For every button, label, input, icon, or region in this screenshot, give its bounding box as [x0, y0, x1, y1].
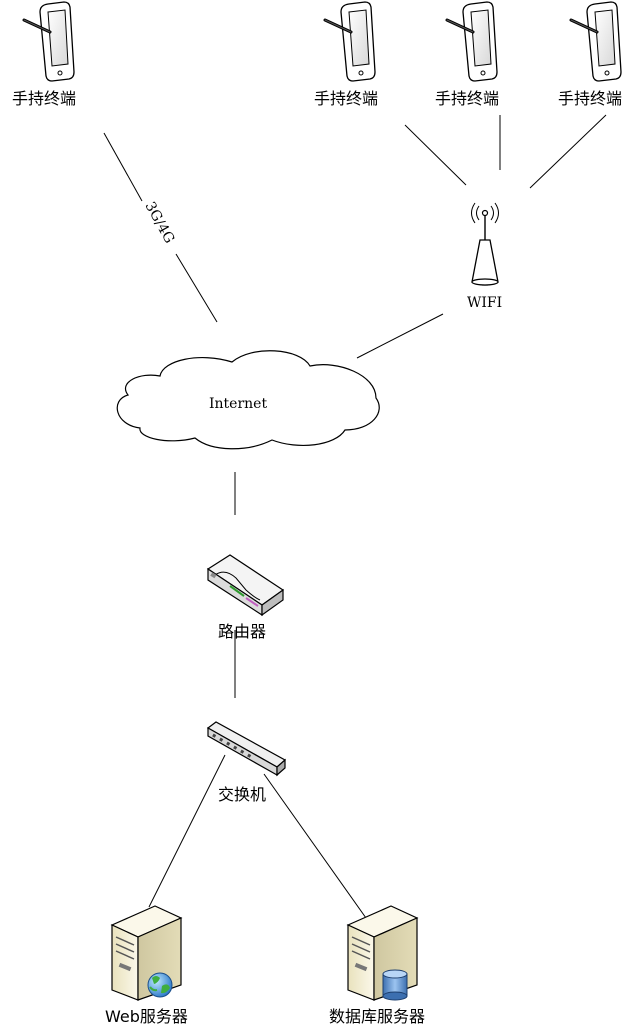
edge-handheld-left-internet: [103, 132, 143, 202]
router-label: 路由器: [218, 622, 266, 641]
network-switch[interactable]: 交换机: [206, 721, 287, 804]
tablet-icon: [445, 0, 499, 83]
edge-switch-db: [263, 773, 367, 919]
edge-handheld1-wifi: [404, 124, 467, 186]
edge-handheld3-wifi: [529, 114, 607, 189]
handheld-terminal-left[interactable]: 手持终端: [12, 0, 76, 108]
database-icon: [382, 969, 408, 1001]
wifi-access-point[interactable]: WIFI: [467, 202, 502, 311]
tablet-icon: [569, 0, 623, 83]
handheld-terminal-3[interactable]: 手持终端: [558, 0, 623, 108]
edge-label-3g-4g: 3G/4G: [142, 199, 178, 246]
web-server-label: Web服务器: [105, 1007, 188, 1026]
switch-icon: [206, 721, 287, 777]
handheld-terminal-2[interactable]: 手持终端: [435, 0, 499, 108]
database-server[interactable]: 数据库服务器: [329, 905, 425, 1026]
tablet-icon: [22, 0, 76, 83]
wifi-antenna-icon: [471, 202, 499, 286]
handheld-terminal-label: 手持终端: [314, 89, 378, 108]
internet-label: Internet: [209, 396, 267, 412]
edge-wifi-internet: [356, 313, 444, 359]
edge-switch-web: [148, 754, 226, 908]
wifi-label: WIFI: [467, 295, 502, 311]
handheld-terminal-label: 手持终端: [435, 89, 499, 108]
globe-icon: [147, 972, 173, 998]
database-server-label: 数据库服务器: [329, 1007, 425, 1026]
handheld-terminal-1[interactable]: 手持终端: [314, 0, 378, 108]
tablet-icon: [323, 0, 377, 83]
edge-handheld-left-internet: [175, 253, 218, 323]
router-icon: [206, 554, 285, 617]
cloud-icon: [116, 350, 380, 450]
server-icon: [110, 905, 183, 1001]
handheld-terminal-label: 手持终端: [558, 89, 622, 108]
switch-label: 交换机: [218, 785, 266, 804]
internet-cloud[interactable]: Internet: [116, 350, 380, 450]
web-server[interactable]: Web服务器: [105, 905, 188, 1026]
router[interactable]: 路由器: [206, 554, 285, 641]
handheld-terminal-label: 手持终端: [12, 89, 76, 108]
